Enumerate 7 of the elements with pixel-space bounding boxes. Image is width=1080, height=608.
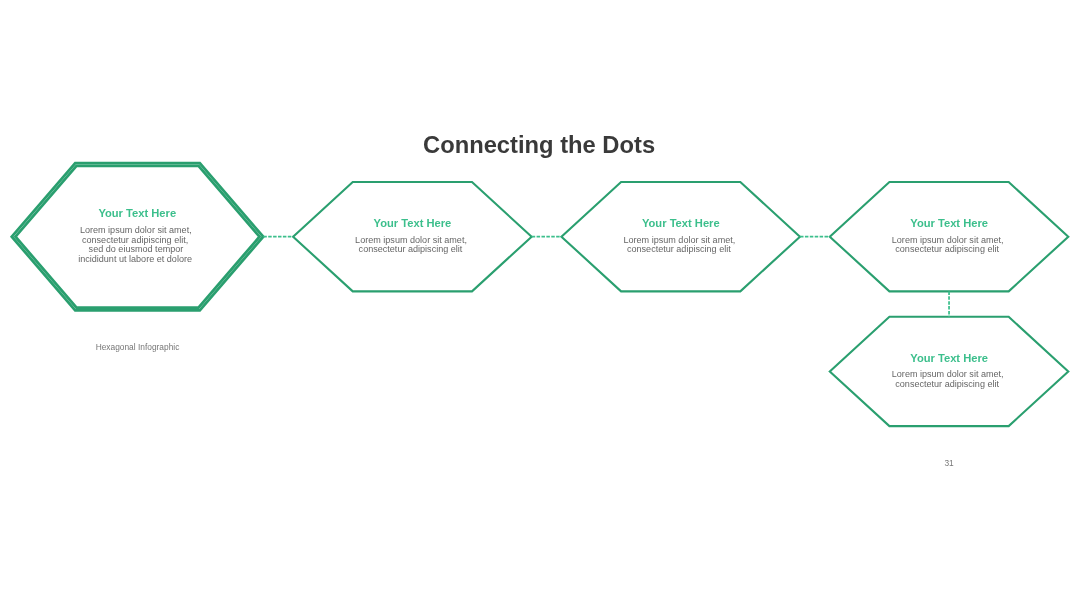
diagram-title: Connecting the Dots [423,131,656,158]
connector [262,235,294,238]
connector [530,235,563,238]
connector [799,235,831,238]
label: 31 [944,457,954,468]
label: Hexagonal Infographic [95,341,180,352]
connector [948,290,950,318]
